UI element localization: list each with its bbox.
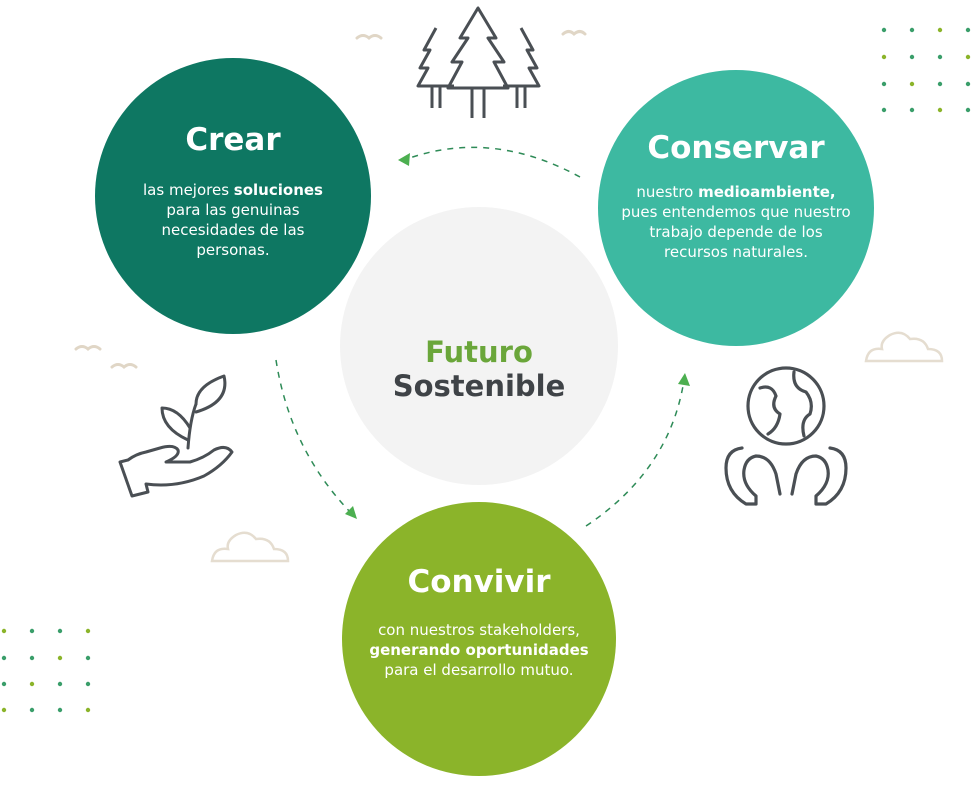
crear-text-part: para las genuinas necesidades de las per… — [161, 201, 305, 259]
hands-globe-icon — [724, 366, 848, 506]
conservar-title: Conservar — [647, 130, 825, 166]
convivir-text-bold: generando oportunidades — [369, 641, 589, 659]
conservar-text-part: nuestro — [636, 183, 699, 201]
crear-text-part: las mejores — [143, 181, 234, 199]
crear-text: las mejores soluciones para las genuinas… — [128, 180, 338, 260]
conservar-circle: Conservar nuestro medioambiente, pues en… — [598, 70, 874, 346]
convivir-text-part: para el desarrollo mutuo. — [384, 661, 574, 679]
arrow-heads — [345, 153, 690, 519]
center-title-line-1: Futuro — [425, 335, 533, 369]
cloud-icon — [210, 331, 944, 563]
crear-text-bold: soluciones — [233, 181, 323, 199]
crear-circle: Crear las mejores soluciones para las ge… — [95, 58, 371, 334]
pine-trees-icon — [416, 6, 541, 118]
convivir-text-part: con nuestros stakeholders, — [378, 621, 580, 639]
dot-grid-bottom-left — [1, 628, 91, 713]
convivir-text: con nuestros stakeholders, generando opo… — [369, 620, 589, 680]
bird-icon — [74, 30, 587, 369]
conservar-text-part: pues entendemos que nuestro trabajo depe… — [621, 203, 851, 261]
conservar-text-bold: medioambiente, — [698, 183, 836, 201]
convivir-title: Convivir — [407, 564, 551, 600]
center-title-line-2: Sostenible — [392, 369, 566, 403]
convivir-circle: Convivir con nuestros stakeholders, gene… — [342, 502, 616, 776]
cycle-arrows — [275, 146, 685, 527]
center-circle: Futuro Sostenible — [340, 207, 618, 485]
dot-grid-top-right — [881, 27, 971, 113]
hand-plant-icon — [118, 374, 234, 498]
conservar-text: nuestro medioambiente, pues entendemos q… — [621, 182, 851, 262]
crear-title: Crear — [185, 122, 281, 158]
